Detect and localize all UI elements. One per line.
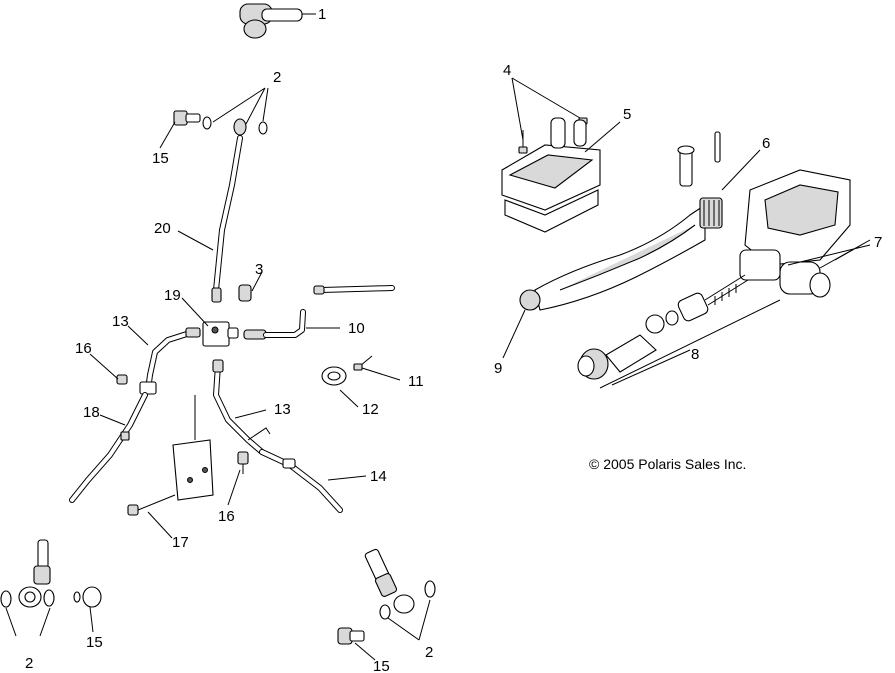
part-fitting-bottom-right [364, 548, 415, 614]
callout-10: 10 [348, 320, 365, 337]
part-15-bolt-bottom-left [73, 586, 102, 608]
callout-labels: 1 2 2 2 3 4 5 6 7 8 9 10 11 12 13 13 14 … [25, 6, 882, 673]
part-2-washers-bottom-right [379, 580, 436, 620]
part-9-brake-lever [519, 203, 706, 311]
callout-19: 19 [164, 287, 181, 304]
part-19-junction-block [202, 321, 239, 347]
part-20-brake-line [211, 135, 243, 303]
callout-2-bottom-left: 2 [25, 655, 33, 672]
part-15-bolt-bottom-right [337, 627, 365, 645]
callout-20: 20 [154, 220, 171, 237]
callout-11: 11 [408, 373, 424, 390]
callout-16-right: 16 [218, 508, 235, 525]
part-2-washers-bottom-left [0, 589, 55, 608]
callout-4: 4 [503, 62, 511, 79]
part-1-tee-fitting [239, 3, 303, 39]
callout-13-right: 13 [274, 401, 291, 418]
callout-14: 14 [370, 468, 387, 485]
callout-5: 5 [623, 106, 631, 123]
part-15-banjo-bolt-top [173, 110, 201, 126]
callout-12: 12 [362, 401, 379, 418]
copyright-notice: © 2005 Polaris Sales Inc. [589, 456, 746, 472]
part-12-clamp [321, 366, 347, 386]
part-18-hose-left [69, 392, 148, 503]
part-13-hose-left [139, 327, 201, 395]
part-2-washers-top [202, 116, 268, 136]
callout-15-bottom-left: 15 [86, 634, 103, 651]
callout-1: 1 [318, 6, 326, 23]
callout-8: 8 [691, 346, 699, 363]
callout-9: 9 [494, 360, 502, 377]
part-5-reservoir-cap [501, 117, 601, 233]
callout-3: 3 [255, 261, 263, 278]
part-fitting-bottom-left [18, 539, 51, 608]
callout-13-left: 13 [112, 313, 129, 330]
part-pivot-pin [677, 131, 721, 187]
part-6-spring-adjuster [699, 197, 723, 229]
callout-2-top: 2 [273, 69, 281, 86]
leader-lines [5, 13, 871, 661]
part-8-piston-kit [577, 274, 749, 380]
part-7-master-cylinder-body [739, 169, 851, 298]
part-14-hose-right [259, 449, 343, 513]
callout-18: 18 [83, 404, 100, 421]
callout-6: 6 [762, 135, 770, 152]
part-3-fitting [238, 284, 252, 302]
callout-16-left: 16 [75, 340, 92, 357]
part-11-screw [353, 355, 373, 371]
part-16-clip-right [237, 451, 249, 474]
callout-2-bottom-right: 2 [425, 644, 433, 661]
callout-7: 7 [874, 234, 882, 251]
callout-15-top: 15 [152, 150, 169, 167]
part-16-clip-left [116, 374, 128, 385]
part-13-hose-right [212, 359, 271, 455]
callout-15-bottom-right: 15 [373, 658, 390, 673]
callout-17: 17 [172, 534, 189, 551]
part-17-bracket [127, 395, 214, 516]
part-10-brake-line [243, 285, 395, 340]
